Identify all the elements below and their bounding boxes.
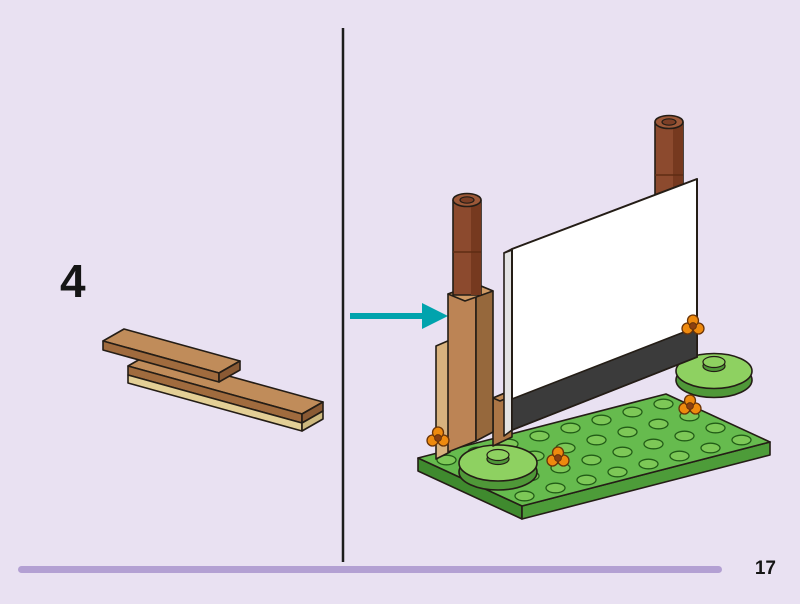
baseplate-stud [545,482,566,494]
parts-preview [102,328,324,432]
footer-bar [18,566,722,573]
baseplate-stud [607,466,628,478]
arrow-right-icon [350,303,448,329]
page-number: 17 [754,558,776,579]
baseplate-stud [648,418,669,430]
baseplate-stud [674,430,695,442]
pillar-left [452,192,482,296]
baseplate-stud [643,438,664,450]
baseplate-stud [731,434,752,446]
white-panel [503,178,698,437]
flower-piece [678,394,702,415]
baseplate-stud [586,434,607,446]
baseplate-stud [576,474,597,486]
assembly-preview [417,114,771,520]
baseplate-stud [669,450,690,462]
round-plate-right [675,352,753,399]
baseplate-stud [622,406,643,418]
baseplate-stud [529,430,550,442]
brown-plank-upper [102,328,241,383]
baseplate-stud [705,422,726,434]
baseplate-stud [612,446,633,458]
baseplate-stud [514,490,535,502]
baseplate-stud [591,414,612,426]
baseplate-stud [581,454,602,466]
tan-plate-piece [127,374,324,432]
step-number: 4 [60,255,86,307]
baseplate-stud [617,426,638,438]
baseplate-stud [560,422,581,434]
baseplate-studs [436,398,752,502]
round-plate-left [458,444,538,491]
baseplate-stud [653,398,674,410]
baseplate-stud [638,458,659,470]
baseplate-stud [436,454,457,466]
baseplate-stud [700,442,721,454]
